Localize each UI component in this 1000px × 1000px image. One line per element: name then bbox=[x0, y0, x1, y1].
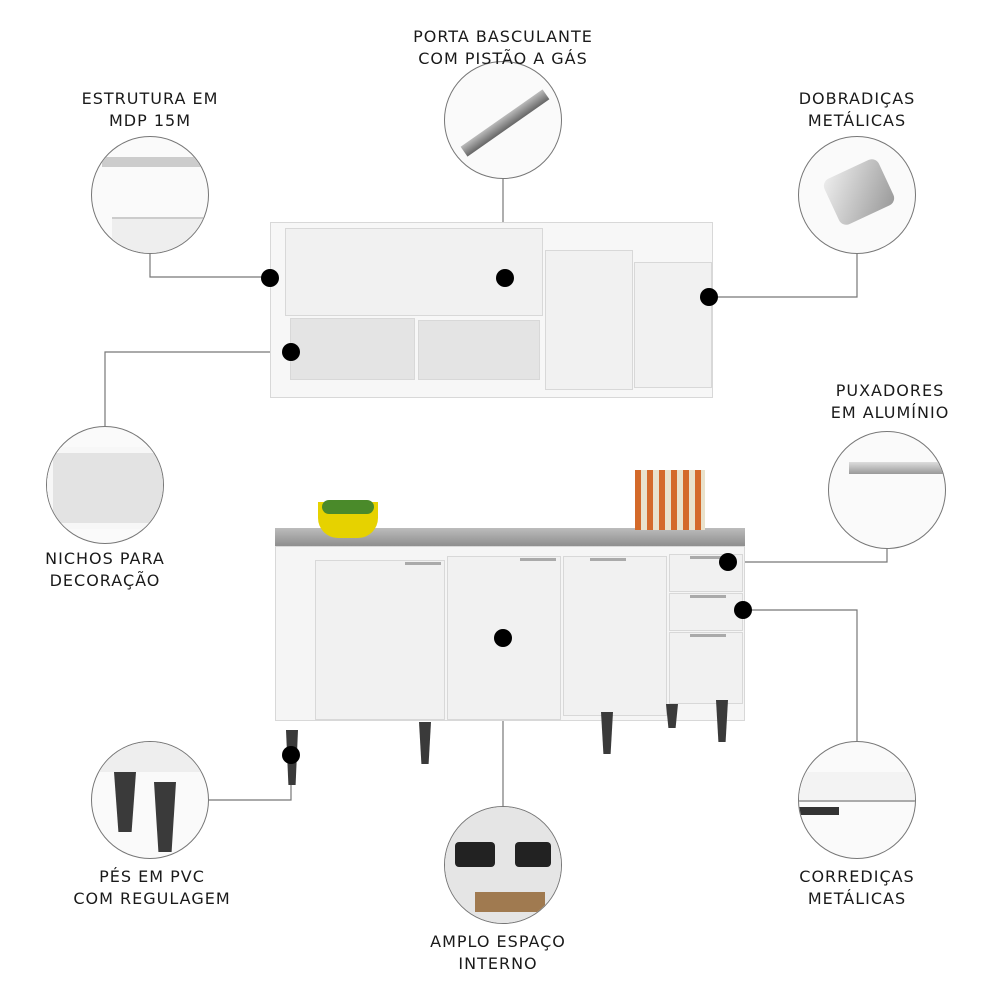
label-line: INTERNO bbox=[458, 954, 538, 973]
leg bbox=[666, 704, 678, 728]
callout-dot-estrutura bbox=[261, 269, 279, 287]
label-line: PORTA BASCULANTE bbox=[413, 27, 593, 46]
leader-dobradicas bbox=[709, 253, 858, 298]
label-line: CORREDIÇAS bbox=[799, 867, 915, 886]
detail-puxadores bbox=[828, 431, 946, 549]
callout-dot-pes bbox=[282, 746, 300, 764]
label-pes: PÉS EM PVC COM REGULAGEM bbox=[73, 866, 230, 910]
detail-pes bbox=[91, 741, 209, 859]
leader-puxadores bbox=[728, 548, 888, 563]
callout-dot-dobradicas bbox=[700, 288, 718, 306]
label-line: COM PISTÃO A GÁS bbox=[418, 49, 588, 68]
label-dobradicas: DOBRADIÇAS METÁLICAS bbox=[799, 88, 916, 132]
utensil-holders bbox=[635, 470, 705, 530]
label-line: DECORAÇÃO bbox=[49, 571, 161, 590]
label-line: EM ALUMÍNIO bbox=[830, 403, 950, 422]
callout-dot-porta bbox=[496, 269, 514, 287]
leader-nichos bbox=[104, 351, 291, 427]
detail-porta-pistao bbox=[444, 61, 562, 179]
label-estrutura: ESTRUTURA EM MDP 15M bbox=[82, 88, 219, 132]
countertop bbox=[275, 528, 745, 546]
detail-estrutura bbox=[91, 136, 209, 254]
label-puxadores: PUXADORES EM ALUMÍNIO bbox=[831, 380, 950, 424]
niche-left bbox=[290, 318, 415, 380]
callout-dot-corredicas bbox=[734, 601, 752, 619]
detail-nichos bbox=[46, 426, 164, 544]
leg bbox=[601, 712, 613, 754]
label-amplo: AMPLO ESPAÇO INTERNO bbox=[430, 931, 566, 975]
label-line: PÉS EM PVC bbox=[99, 867, 205, 886]
label-line: PUXADORES bbox=[835, 381, 945, 400]
label-line: METÁLICAS bbox=[807, 111, 907, 130]
detail-dobradicas bbox=[798, 136, 916, 254]
label-line: ESTRUTURA EM bbox=[81, 89, 219, 108]
label-nichos: NICHOS PARA DECORAÇÃO bbox=[45, 548, 165, 592]
label-line: MDP 15M bbox=[108, 111, 192, 130]
label-line: METÁLICAS bbox=[807, 889, 907, 908]
label-corredicas: CORREDIÇAS METÁLICAS bbox=[799, 866, 914, 910]
leader-estrutura bbox=[149, 253, 270, 278]
drawer bbox=[669, 593, 743, 631]
label-line: DOBRADIÇAS bbox=[798, 89, 916, 108]
leader-pes bbox=[208, 755, 292, 801]
leader-corredicas bbox=[743, 609, 858, 742]
niche-right bbox=[418, 320, 540, 380]
leg bbox=[419, 722, 431, 764]
label-porta: PORTA BASCULANTE COM PISTÃO A GÁS bbox=[413, 26, 593, 70]
callout-dot-nichos bbox=[282, 343, 300, 361]
detail-corredicas bbox=[798, 741, 916, 859]
label-line: AMPLO ESPAÇO bbox=[430, 932, 566, 951]
callout-dot-amplo bbox=[494, 629, 512, 647]
label-line: NICHOS PARA bbox=[45, 549, 165, 568]
detail-amplo bbox=[444, 806, 562, 924]
leg bbox=[716, 700, 728, 742]
label-line: COM REGULAGEM bbox=[73, 889, 231, 908]
callout-dot-puxadores bbox=[719, 553, 737, 571]
drawer bbox=[669, 632, 743, 704]
